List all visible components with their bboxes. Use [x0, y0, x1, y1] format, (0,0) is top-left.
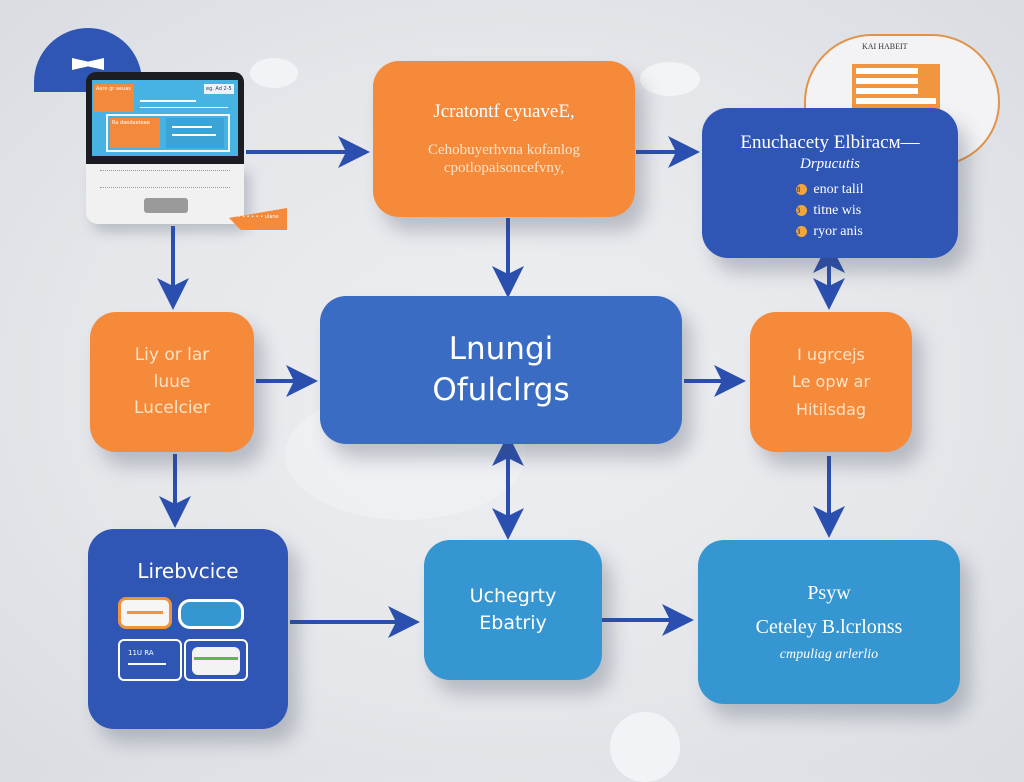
- laptop-panel-orange: Aare gr aeuas: [94, 84, 134, 112]
- node-mid-left-line-2: luue: [153, 371, 191, 392]
- laptop-display: Aare gr aeuas eg. Ad 2-5 Ra daedaeteae: [92, 80, 238, 156]
- node-top-center[interactable]: Jcratontf cyuaveE, Cehobuyerhvna kofanlo…: [373, 61, 635, 217]
- node-bottom-right-caption: cmpuliag arlerlio: [779, 646, 879, 662]
- laptop-inner-frame: Ra daedaeteae: [106, 114, 230, 152]
- node-top-center-title: Jcratontf cyuaveE,: [433, 100, 575, 122]
- node-bottom-center[interactable]: Uchegrty Ebatriy: [424, 540, 602, 680]
- laptop-keyboard: [100, 170, 230, 188]
- node-bottom-left[interactable]: Lirebvcice 11U RA: [88, 529, 288, 729]
- node-top-right-subtitle: Drpucutis: [800, 155, 860, 172]
- node-mid-right[interactable]: I ugrcejs Le opw ar Hitilsdag: [750, 312, 912, 452]
- node-bottom-right-title: Psyw: [807, 581, 851, 604]
- node-mid-right-line-3: Hitilsdag: [795, 399, 867, 419]
- orange-pill-icon: [118, 597, 172, 629]
- outlined-card-green-icon: [184, 639, 248, 681]
- outlined-card-icon: 11U RA: [118, 639, 182, 681]
- node-center-line-1: Lnungi: [448, 330, 554, 367]
- background-cloud: [250, 58, 298, 88]
- node-mid-right-line-1: I ugrcejs: [797, 345, 865, 365]
- node-top-center-subtitle-2: cpotlopaisoncefvny,: [443, 160, 565, 177]
- laptop-base: [86, 164, 244, 224]
- laptop-screen: Aare gr aeuas eg. Ad 2-5 Ra daedaeteae: [86, 72, 244, 164]
- laptop-panel-orange-2: Ra daedaeteae: [110, 118, 160, 148]
- node-mid-left-line-1: Liy or lar: [134, 345, 210, 366]
- list-marker-icon: 3: [796, 205, 808, 217]
- list-marker-icon: 8: [796, 184, 808, 196]
- list-marker-icon: 3: [796, 226, 808, 238]
- laptop-line: [140, 100, 196, 102]
- background-cloud: [640, 62, 700, 96]
- laptop-panel-blue: [166, 118, 224, 148]
- laptop-panel-chip: eg. Ad 2-5: [204, 84, 234, 94]
- node-center[interactable]: Lnungi Ofulclrgs: [320, 296, 682, 444]
- node-top-center-subtitle-1: Cehobuyerhvna kofanlog: [427, 142, 581, 159]
- laptop-trackpad: [144, 198, 188, 213]
- top-right-card-title: KAI HABEIT: [862, 42, 908, 51]
- blue-pill-icon: [178, 599, 244, 629]
- node-bottom-center-line-2: Ebatriy: [479, 612, 547, 634]
- node-mid-left[interactable]: Liy or lar luue Lucelcier: [90, 312, 254, 452]
- node-bottom-left-title: Lirebvcice: [137, 559, 239, 583]
- bow-shape-icon: [72, 58, 104, 70]
- node-mid-right-line-2: Le opw ar: [791, 372, 871, 392]
- ui-components-illustration-icon: 11U RA: [118, 597, 258, 687]
- node-top-right-title: Enuchacety Elbiracм—: [740, 132, 920, 153]
- node-mid-left-line-3: Lucelcier: [134, 398, 210, 419]
- node-bottom-right-subtitle: Ceteley B.lcrlonss: [755, 615, 903, 638]
- form-illustration-icon: [852, 64, 940, 110]
- node-bottom-center-line-1: Uchegrty: [469, 585, 557, 608]
- laptop-illustration: Aare gr aeuas eg. Ad 2-5 Ra daedaeteae: [86, 72, 244, 224]
- laptop-line: [140, 107, 228, 108]
- node-center-line-2: Ofulclrgs: [432, 372, 570, 408]
- node-bottom-right[interactable]: Psyw Ceteley B.lcrlonss cmpuliag arlerli…: [698, 540, 960, 704]
